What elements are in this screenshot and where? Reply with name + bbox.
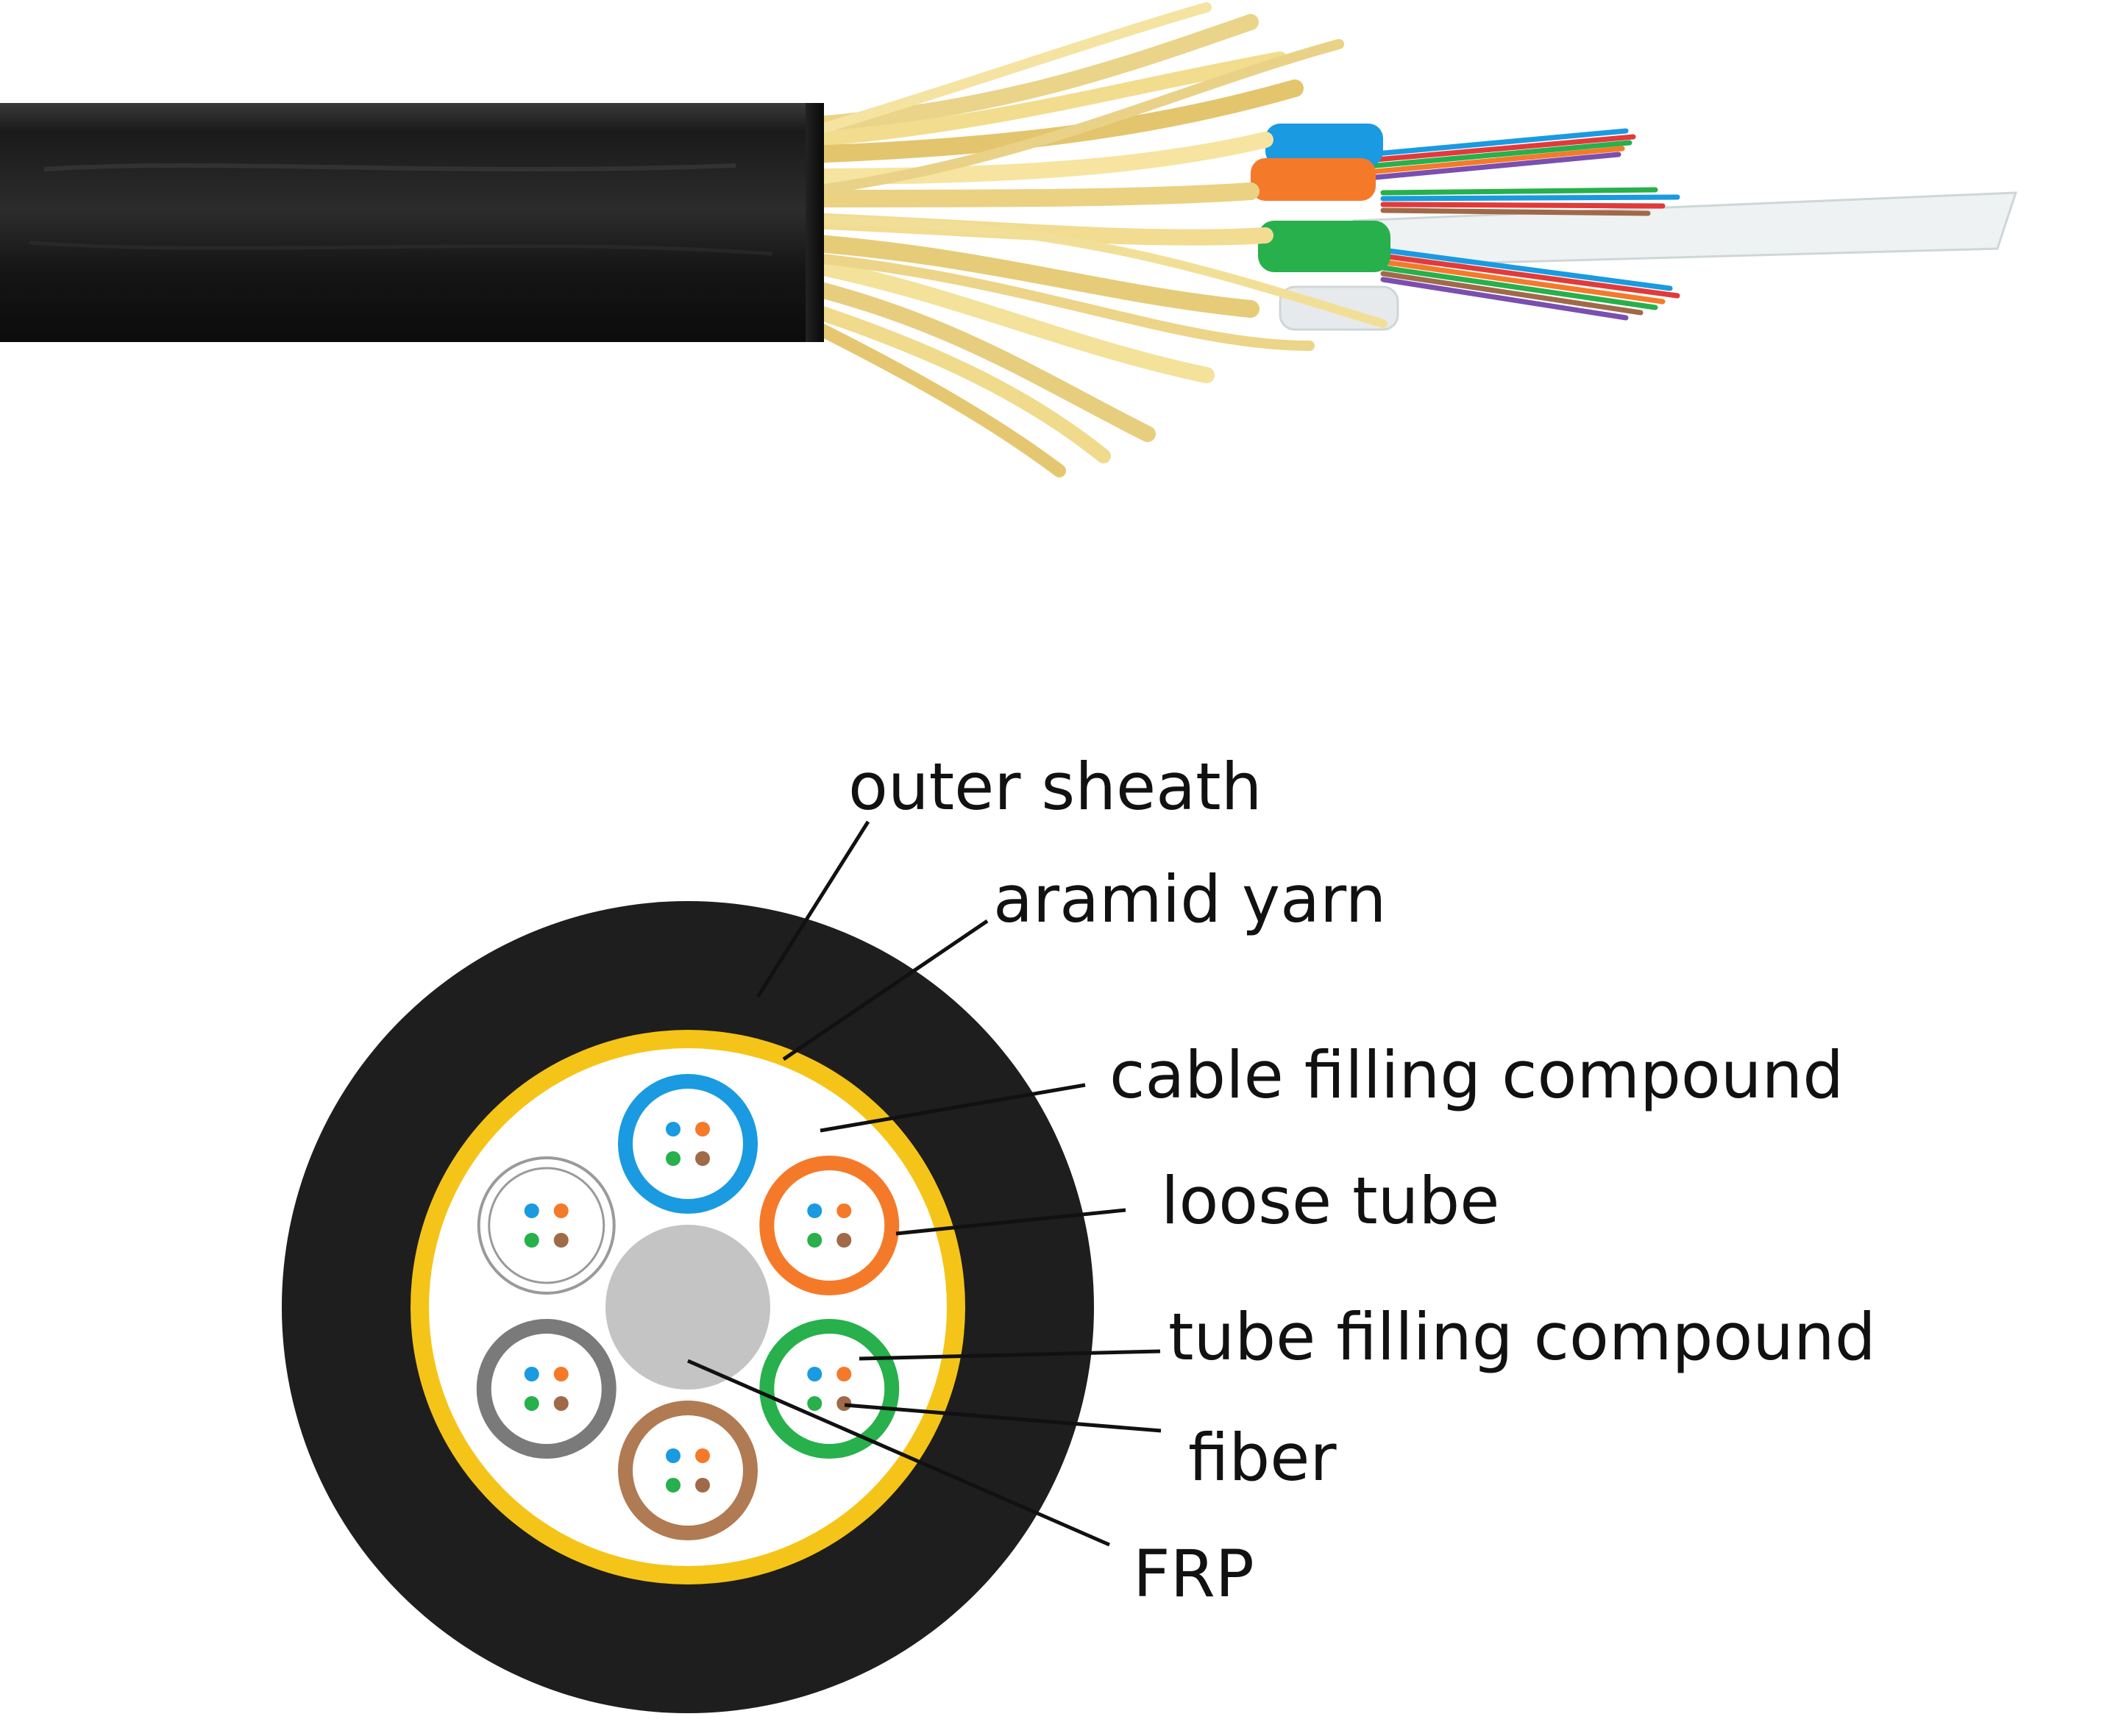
leader-tube-filling xyxy=(859,1349,1161,1361)
fiber xyxy=(695,1448,710,1463)
leader-fiber xyxy=(844,1403,1162,1433)
leader-lines xyxy=(687,820,1162,1547)
loose-tube-gray xyxy=(476,1319,617,1459)
fiber xyxy=(807,1203,823,1218)
loose-tubes xyxy=(476,1074,900,1540)
fiber xyxy=(553,1233,569,1248)
fiber xyxy=(524,1367,539,1381)
fiber xyxy=(553,1203,569,1218)
label-fiber: fiber xyxy=(1188,1420,1337,1495)
fiber xyxy=(836,1233,852,1248)
label-cable-filling-compound: cable filling compound xyxy=(1109,1037,1844,1113)
loose-tube-white xyxy=(477,1156,616,1295)
leader-aramid-yarn xyxy=(782,919,989,1061)
fiber xyxy=(836,1396,852,1411)
fiber xyxy=(524,1233,539,1248)
cable-photo-illustration xyxy=(0,2,2018,477)
exposed-fibers xyxy=(1251,124,2018,331)
leader-loose-tube xyxy=(895,1208,1126,1236)
fiber xyxy=(807,1233,823,1248)
fiber xyxy=(695,1151,710,1166)
frp-core xyxy=(605,1225,770,1390)
fiber xyxy=(807,1396,823,1411)
fiber xyxy=(695,1122,710,1136)
label-frp: FRP xyxy=(1133,1536,1254,1612)
fiber xyxy=(807,1367,823,1381)
label-loose-tube: loose tube xyxy=(1161,1163,1499,1239)
label-tube-filling-compound: tube filling compound xyxy=(1168,1299,1876,1375)
cable-cross-section xyxy=(282,901,1094,1713)
loose-tube-brown xyxy=(618,1401,758,1540)
fiber xyxy=(553,1367,569,1381)
component-labels: outer sheath aramid yarn cable filling c… xyxy=(848,749,1876,1612)
leader-frp xyxy=(687,1359,1110,1547)
label-outer-sheath: outer sheath xyxy=(848,749,1262,825)
fiber xyxy=(695,1478,710,1493)
fiber xyxy=(666,1478,681,1493)
leader-outer-sheath xyxy=(756,820,870,998)
fiber xyxy=(524,1203,539,1218)
loose-tube-orange xyxy=(759,1156,900,1295)
loose-tube-blue xyxy=(618,1074,758,1214)
fiber xyxy=(836,1203,852,1218)
loose-tube-green xyxy=(759,1319,900,1459)
aramid-yarn-bundle xyxy=(800,2,1388,477)
leader-cable-filling xyxy=(820,1083,1086,1133)
fiber xyxy=(666,1448,681,1463)
fiber xyxy=(666,1122,681,1136)
fiber xyxy=(524,1396,539,1411)
fiber xyxy=(666,1151,681,1166)
fiber xyxy=(836,1367,852,1381)
cable-jacket-photo xyxy=(0,103,824,342)
label-aramid-yarn: aramid yarn xyxy=(993,861,1386,937)
fiber xyxy=(553,1396,569,1411)
